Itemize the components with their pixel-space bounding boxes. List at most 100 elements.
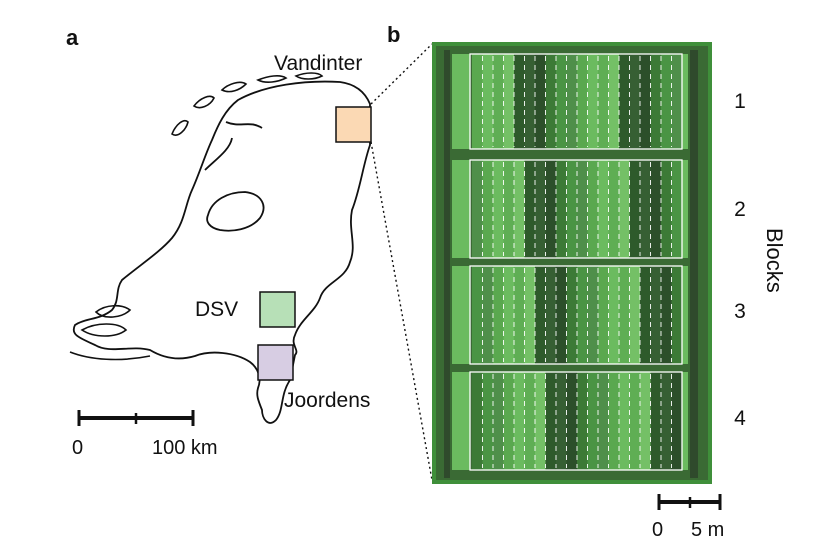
plot-strip [587, 266, 599, 364]
plot-strip [493, 160, 504, 258]
block-outline [469, 265, 683, 365]
plot-strip [661, 372, 672, 470]
plot-strip [535, 160, 546, 258]
plot-strip [566, 266, 578, 364]
zeeland-island-2 [80, 323, 128, 337]
plot-strip [472, 160, 483, 258]
field-path-right [690, 50, 698, 478]
plot-strip [503, 54, 515, 149]
field-aerial-photo [432, 42, 712, 484]
plot-strip [640, 266, 651, 364]
island-5 [294, 72, 324, 80]
plot-strip [598, 372, 609, 470]
plot-strip [524, 54, 536, 149]
plot-strip [566, 54, 578, 149]
site-label-vandinter: Vandinter [274, 52, 363, 75]
map-scale-value: 100 km [152, 437, 218, 459]
field-scale-value: 5 m [691, 519, 725, 541]
site-box-joordens [257, 344, 294, 381]
site-label-joordens: Joordens [284, 389, 371, 412]
lake-outline [206, 191, 265, 232]
plot-strip [629, 266, 641, 364]
plot-strip [661, 160, 672, 258]
plot-strip [577, 372, 588, 470]
map-scale-zero: 0 [72, 437, 84, 459]
plot-strip [650, 54, 662, 149]
inland-coast [204, 121, 263, 171]
plot-strip [650, 372, 662, 470]
plot-strip [587, 54, 599, 149]
plot-strip [650, 160, 662, 258]
plot-strip [608, 54, 620, 149]
plot-strip [493, 372, 504, 470]
blocks-axis-label: Blocks [762, 228, 787, 293]
plot-strip [640, 372, 651, 470]
block-number-4: 4 [734, 407, 746, 430]
plot-strip [524, 160, 536, 258]
plot-strip [524, 372, 536, 470]
block-number-1: 1 [734, 90, 746, 113]
plot-strip [566, 160, 578, 258]
plot-strip [556, 266, 567, 364]
field-scale-zero: 0 [652, 519, 664, 541]
plot-strip [566, 372, 578, 470]
block-outline [469, 159, 683, 259]
plot-strip [598, 54, 609, 149]
plot-strip [493, 266, 504, 364]
hedge-left [452, 266, 470, 364]
plot-strip [556, 54, 567, 149]
plot-strip [598, 160, 609, 258]
country-outline [72, 80, 371, 424]
plot-strip [535, 266, 546, 364]
plot-strip [661, 54, 672, 149]
plot-strip [556, 160, 567, 258]
block-outline [469, 53, 683, 150]
zeeland-coast [69, 351, 151, 361]
field-path-left [444, 50, 450, 478]
plot-strip [577, 54, 588, 149]
site-box-dsv [259, 291, 296, 328]
plot-strip [629, 54, 641, 149]
plot-strip [619, 372, 630, 470]
plot-strip [608, 372, 620, 470]
block-number-2: 2 [734, 198, 746, 221]
plot-strip [503, 160, 515, 258]
panel-label-b: b [387, 22, 401, 47]
plot-strip [545, 160, 557, 258]
plot-strip [587, 372, 599, 470]
plot-strip [514, 266, 525, 364]
plot-strip [503, 266, 515, 364]
plot-strip [577, 160, 588, 258]
plot-strip [598, 266, 609, 364]
plot-strip [482, 372, 494, 470]
plot-strip [587, 160, 599, 258]
plot-strip [545, 266, 557, 364]
site-label-dsv: DSV [195, 298, 239, 321]
panel-label-a: a [66, 25, 79, 50]
plot-strip [514, 372, 525, 470]
plot-strip [671, 266, 683, 364]
plot-strip [472, 372, 483, 470]
plot-strip [619, 54, 630, 149]
plot-strip [671, 372, 683, 470]
plot-strip [650, 266, 662, 364]
plot-strip [671, 160, 683, 258]
hedge-left [452, 160, 470, 258]
plot-strip [472, 266, 483, 364]
plot-strip [482, 160, 494, 258]
plot-strip [524, 266, 536, 364]
plot-strip [535, 54, 546, 149]
plot-strip [640, 54, 651, 149]
plot-strip [472, 54, 483, 149]
plot-strip [514, 160, 525, 258]
island-3 [220, 81, 248, 93]
plot-strip [608, 266, 620, 364]
plot-strip [556, 372, 567, 470]
plot-strip [535, 372, 546, 470]
site-box-vandinter [335, 106, 372, 143]
zoom-line-bottom [370, 141, 433, 481]
block-number-3: 3 [734, 300, 746, 323]
island-4 [256, 75, 288, 83]
